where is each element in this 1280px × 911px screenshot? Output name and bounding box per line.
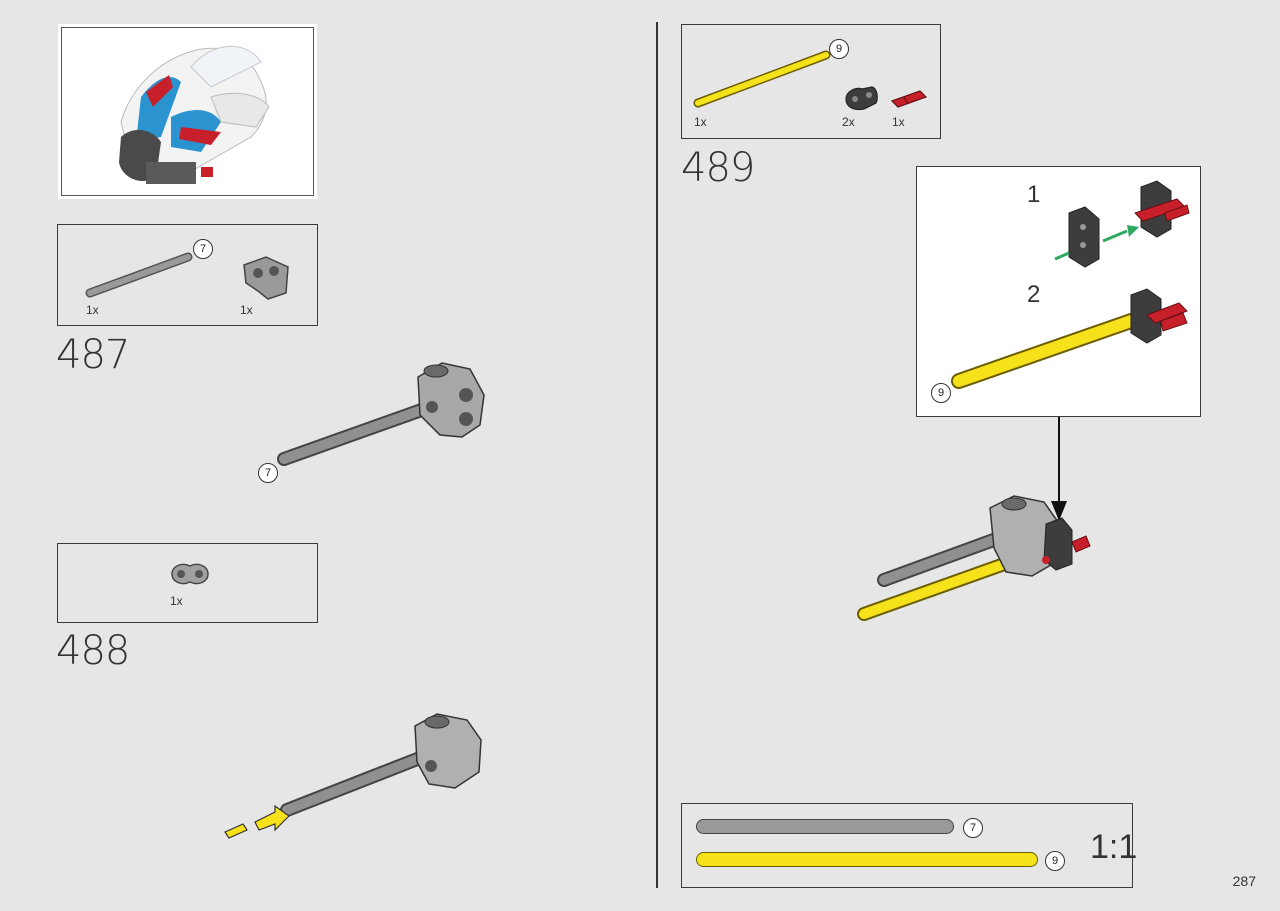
callout-length-badge: 9 [931, 383, 951, 403]
substep-number: 2 [1027, 281, 1041, 308]
axle-gray-part [85, 252, 193, 298]
connector-gray-part [243, 256, 289, 300]
step-488-parts-box: 1x [57, 543, 318, 623]
part-quantity: 1x [170, 594, 183, 608]
part-quantity: 1x [240, 303, 253, 317]
part-quantity: 1x [892, 115, 905, 129]
substep-2-illustration [951, 288, 1188, 389]
motorcycle-front-illustration [119, 46, 270, 184]
step-489-assembly [857, 495, 1091, 621]
part-length-badge: 9 [829, 39, 849, 59]
step-number: 488 [56, 628, 130, 674]
step-number: 489 [681, 145, 755, 191]
substep-1-illustration [1054, 180, 1190, 268]
part-quantity: 1x [694, 115, 707, 129]
scale-ruler-box: 7 9 1:1 [681, 803, 1137, 888]
page-divider [656, 22, 658, 888]
step-number: 487 [56, 332, 130, 378]
ruler-length-badge: 7 [963, 818, 983, 838]
page-number: 287 [1232, 873, 1256, 889]
assembly-length-badge: 7 [258, 463, 278, 483]
part-quantity: 1x [86, 303, 99, 317]
ruler-length-badge: 9 [1045, 851, 1065, 871]
scale-ratio: 1:1 [1090, 828, 1138, 866]
model-preview-frame [58, 24, 317, 199]
sub-assembly-callout: 1 2 9 [916, 166, 1201, 417]
substep-number: 1 [1027, 181, 1041, 208]
ruler-yellow-axle-9 [696, 852, 1038, 867]
ruler-gray-axle-7 [696, 819, 954, 834]
pin-red-part [890, 90, 928, 108]
arrow-down-icon [1051, 417, 1067, 521]
step-487-parts-box: 7 1x 1x [57, 224, 318, 326]
part-length-badge: 7 [193, 239, 213, 259]
step-487-assembly [277, 362, 485, 466]
axle-yellow-part [693, 50, 831, 108]
connector-gray-part [171, 563, 209, 585]
connector-dark-part [845, 86, 878, 111]
step-488-assembly [224, 713, 482, 839]
part-quantity: 2x [842, 115, 855, 129]
step-489-parts-box: 9 1x 2x 1x [681, 24, 941, 139]
